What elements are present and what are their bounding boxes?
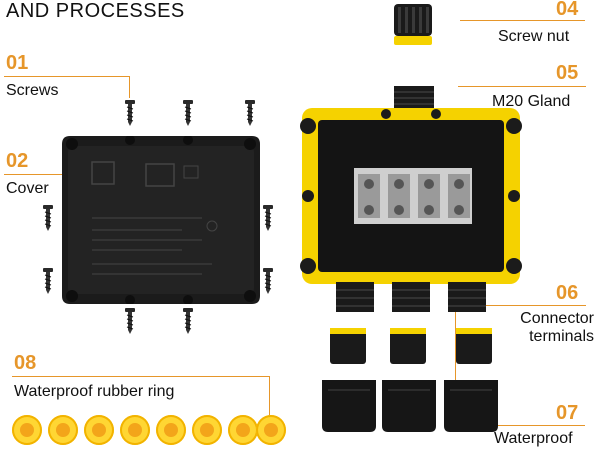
part-05-line [458, 86, 586, 87]
part-06-number: 06 [556, 282, 579, 304]
part-08-number: 08 [14, 352, 37, 374]
part-01-line-v [129, 76, 130, 98]
part-05-label: M20 Gland [492, 93, 571, 110]
part-02-label: Cover [6, 180, 49, 197]
cover-image [62, 136, 260, 304]
part-07-line-v [455, 284, 456, 426]
rubber-ring-icon [84, 415, 114, 445]
part-07-label: Waterproof [494, 430, 573, 447]
rubber-ring-icon [120, 415, 150, 445]
rubber-ring-icon [192, 415, 222, 445]
part-01-number: 01 [6, 52, 29, 74]
screw-icon [262, 267, 274, 295]
rubber-ring-icon [256, 415, 286, 445]
part-04-line [460, 20, 585, 21]
rubber-ring-icon [48, 415, 78, 445]
screw-icon [124, 99, 136, 127]
screw-icon [244, 99, 256, 127]
part-08-line [12, 376, 270, 377]
gland-parts-image [320, 322, 500, 432]
part-01-label: Screws [6, 82, 59, 99]
screw-icon [42, 204, 54, 232]
part-04-number: 04 [556, 0, 579, 20]
junction-box-image [296, 86, 526, 316]
part-04-label: Screw nut [498, 28, 570, 45]
screw-nut-image [392, 4, 434, 46]
rubber-ring-icon [156, 415, 186, 445]
part-02-line [4, 174, 66, 175]
part-01-line [4, 76, 130, 77]
part-08-label: Waterproof rubber ring [14, 383, 175, 400]
screw-icon [42, 267, 54, 295]
part-07-number: 07 [556, 402, 579, 424]
part-07-line [455, 425, 585, 426]
screw-icon [182, 307, 194, 335]
screw-icon [182, 99, 194, 127]
part-06-label: Connector terminals [520, 310, 594, 345]
part-06-line [478, 305, 586, 306]
part-08-line-v [269, 376, 270, 416]
rubber-ring-icon [228, 415, 258, 445]
part-05-number: 05 [556, 62, 579, 84]
part-02-number: 02 [6, 150, 29, 172]
screw-icon [124, 307, 136, 335]
page-heading: AND PROCESSES [6, 0, 185, 22]
screw-icon [262, 204, 274, 232]
rubber-ring-icon [12, 415, 42, 445]
